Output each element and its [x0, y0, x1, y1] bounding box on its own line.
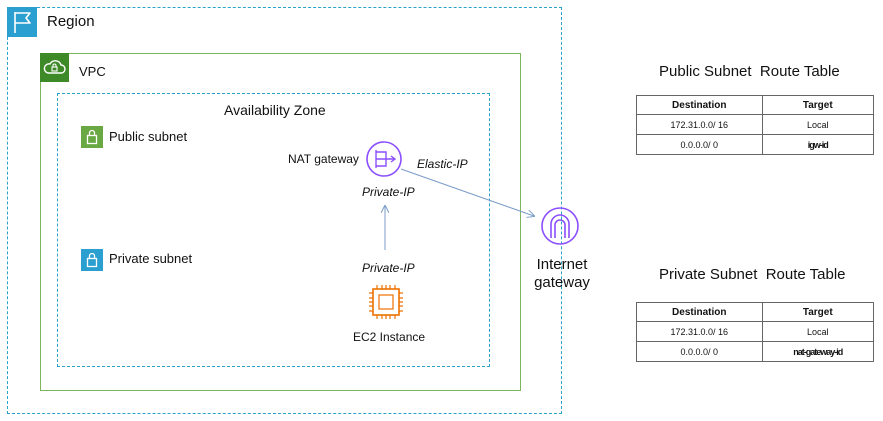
availability-zone-label: Availability Zone — [224, 102, 326, 118]
cloud-lock-icon — [43, 60, 66, 74]
internet-gateway-icon — [541, 207, 579, 245]
lock-icon — [86, 129, 98, 145]
target-cell: nat-gateway-id — [761, 341, 875, 362]
chip-icon — [369, 285, 403, 319]
nat-private-ip-label: Private-IP — [362, 185, 415, 199]
private-route-table: Destination Target 172.31.0.0/ 16 Local … — [636, 302, 875, 362]
private-route-table-title: Private Subnet Route Table — [659, 266, 846, 283]
availability-zone-boundary — [57, 93, 490, 367]
private-subnet-label: Private subnet — [109, 251, 193, 266]
vpc-badge — [40, 53, 69, 82]
public-route-table-title: Public Subnet Route Table — [659, 63, 840, 80]
target-cell: Local — [761, 321, 875, 342]
table-row: 172.31.0.0/ 16 Local — [636, 114, 875, 135]
destination-cell: 0.0.0.0/ 0 — [636, 134, 763, 155]
nat-gateway-icon — [366, 141, 402, 177]
private-subnet-badge — [81, 249, 103, 271]
destination-cell: 172.31.0.0/ 16 — [636, 321, 763, 342]
table-row: 0.0.0.0/ 0 nat-gateway-id — [636, 341, 875, 362]
table-row: 0.0.0.0/ 0 igw-id — [636, 134, 875, 155]
ec2-private-ip-label: Private-IP — [362, 261, 415, 275]
target-header: Target — [761, 302, 875, 322]
public-subnet-badge — [81, 126, 103, 148]
nat-gateway-label: NAT gateway — [288, 152, 359, 166]
internet-gateway-label: Internet gateway — [528, 256, 596, 292]
target-header: Target — [761, 95, 875, 115]
table-header-row: Destination Target — [636, 302, 875, 322]
target-cell: Local — [761, 114, 875, 135]
region-label: Region — [47, 13, 95, 30]
nat-to-igw-arrow — [400, 168, 534, 216]
vpc-label: VPC — [79, 64, 106, 79]
target-cell: igw-id — [761, 134, 875, 155]
destination-cell: 172.31.0.0/ 16 — [636, 114, 763, 135]
public-route-table: Destination Target 172.31.0.0/ 16 Local … — [636, 95, 875, 155]
table-header-row: Destination Target — [636, 95, 875, 115]
region-boundary — [7, 7, 562, 414]
elastic-ip-label: Elastic-IP — [417, 157, 468, 171]
destination-header: Destination — [636, 95, 763, 115]
table-row: 172.31.0.0/ 16 Local — [636, 321, 875, 342]
destination-header: Destination — [636, 302, 763, 322]
public-subnet-label: Public subnet — [109, 129, 188, 144]
internet-gateway-label-line2: gateway — [534, 274, 590, 291]
flag-icon — [14, 12, 31, 33]
internet-gateway-label-line1: Internet — [536, 256, 588, 273]
destination-cell: 0.0.0.0/ 0 — [636, 341, 763, 362]
ec2-instance-label: EC2 Instance — [353, 330, 426, 344]
lock-icon — [86, 252, 98, 268]
region-badge — [7, 7, 37, 37]
vpc-boundary — [40, 53, 521, 391]
